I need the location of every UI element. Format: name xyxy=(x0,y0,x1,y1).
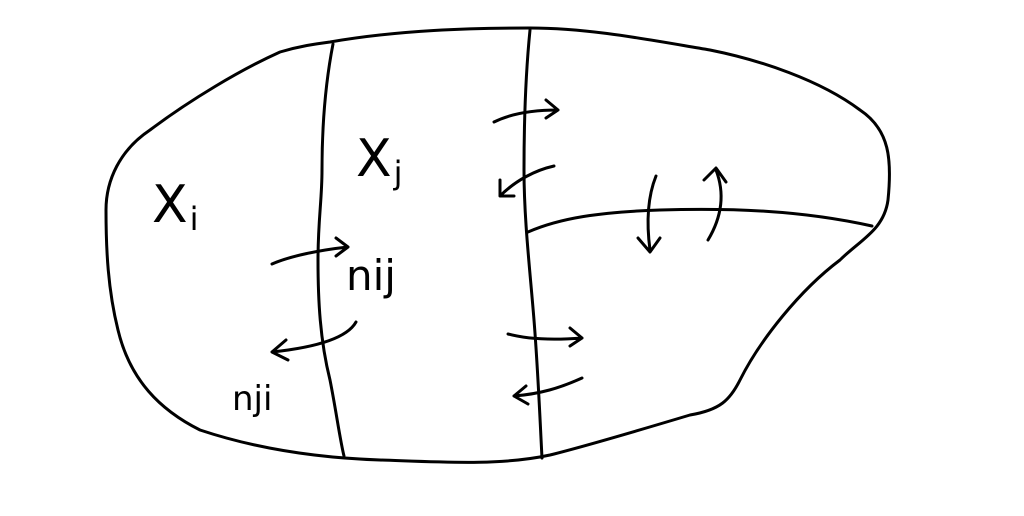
region-label-xi-main: X xyxy=(152,175,188,235)
interface-line-horizontal xyxy=(526,207,874,234)
domain-boundary xyxy=(104,26,891,464)
flux-arrow-ij xyxy=(270,236,350,266)
flux-arrow-bottom-right xyxy=(506,326,584,348)
region-label-xi: Xi xyxy=(152,175,199,238)
region-label-xj-main: X xyxy=(356,129,392,189)
interface-line-ij xyxy=(316,42,346,458)
flux-arrow-top-left xyxy=(498,164,556,198)
flux-arrow-up xyxy=(702,166,728,242)
flux-label-nji: nji xyxy=(232,379,272,419)
region-label-xj: Xj xyxy=(356,129,403,192)
region-label-xi-sub: i xyxy=(190,200,199,238)
flux-label-nij: nij xyxy=(346,251,396,300)
region-label-xj-sub: j xyxy=(393,154,403,192)
flux-arrow-bottom-left xyxy=(512,376,584,406)
flux-arrow-ji xyxy=(270,320,358,362)
flux-arrow-top-right xyxy=(492,98,560,124)
flux-arrow-down xyxy=(636,174,662,254)
